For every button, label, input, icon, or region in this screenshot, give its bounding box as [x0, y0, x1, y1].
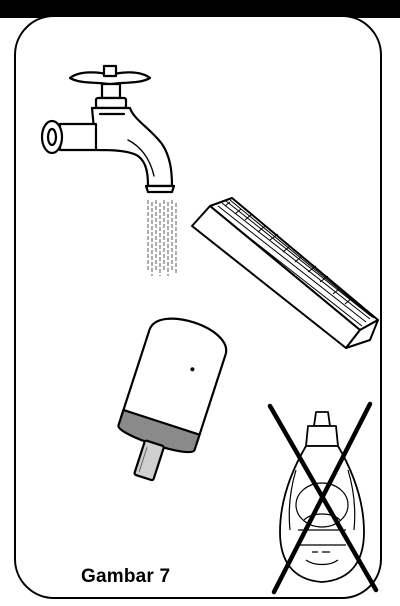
figure-caption: Gambar 7 [81, 566, 170, 588]
water-stream-icon [148, 200, 176, 276]
cartridge-icon [106, 310, 232, 490]
sponge-icon [192, 198, 378, 348]
faucet-icon [42, 66, 174, 192]
